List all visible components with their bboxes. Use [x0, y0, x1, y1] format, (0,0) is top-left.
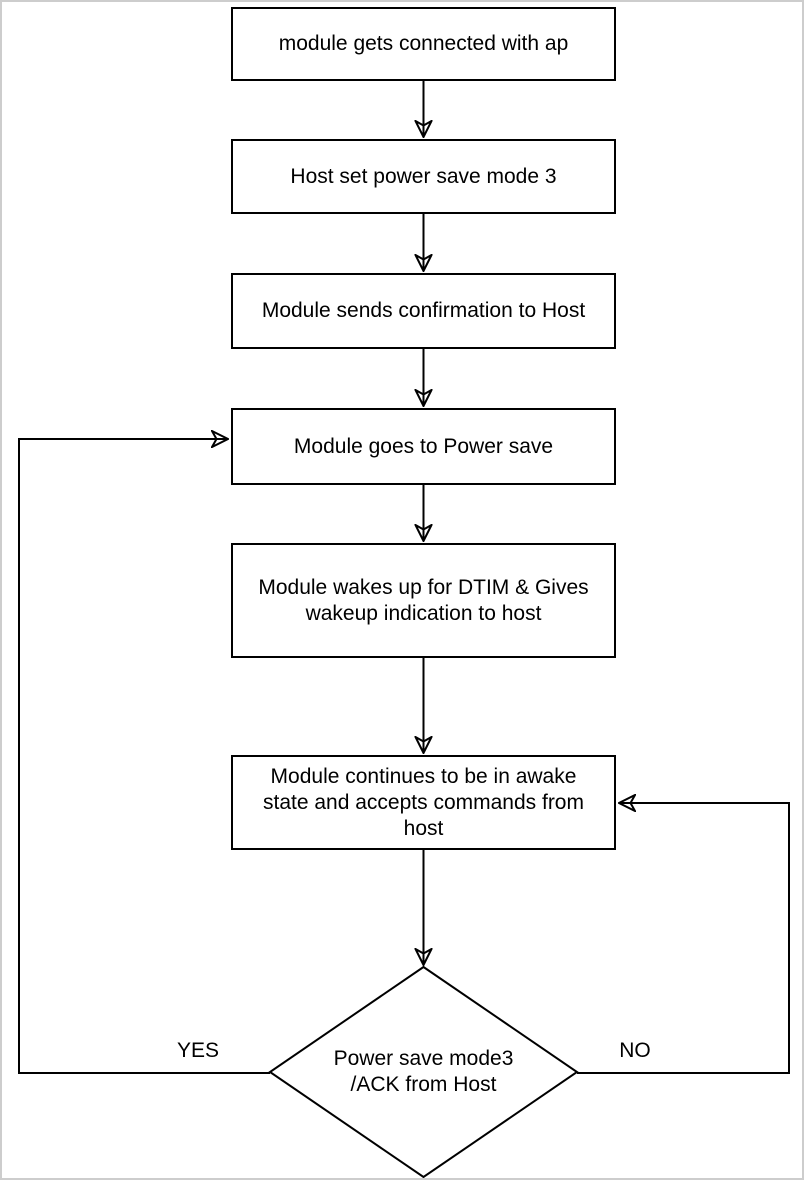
node-module-wakes-up: Module wakes up for DTIM & Gives wakeup … [231, 543, 616, 658]
decision-diamond-shape [268, 965, 579, 1178]
arrow-yes-loop [18, 439, 270, 1074]
node-module-sends-confirmation-label: Module sends confirmation to Host [261, 299, 586, 322]
node-module-connected: module gets connected with ap [231, 7, 616, 81]
arrow-no-loop [577, 803, 790, 1074]
node-module-connected-label: module gets connected with ap [278, 32, 569, 55]
node-module-sends-confirmation: Module sends confirmation to Host [231, 273, 616, 349]
node-module-goes-power-save: Module goes to Power save [231, 408, 616, 485]
node-host-set-power-save: Host set power save mode 3 [231, 139, 616, 214]
yes-branch-label: YES [176, 1039, 220, 1062]
node-decision-label: Power save mode3 /ACK from Host [333, 1047, 514, 1096]
node-host-set-power-save-label: Host set power save mode 3 [290, 164, 557, 188]
node-module-awake-state: Module continues to be in awake state an… [231, 755, 616, 850]
node-module-wakes-up-label: Module wakes up for DTIM & Gives wakeup … [258, 575, 589, 625]
node-module-awake-state-label: Module continues to be in awake state an… [263, 764, 584, 840]
node-module-goes-power-save-label: Module goes to Power save [293, 434, 554, 458]
no-branch-label: NO [619, 1039, 651, 1062]
